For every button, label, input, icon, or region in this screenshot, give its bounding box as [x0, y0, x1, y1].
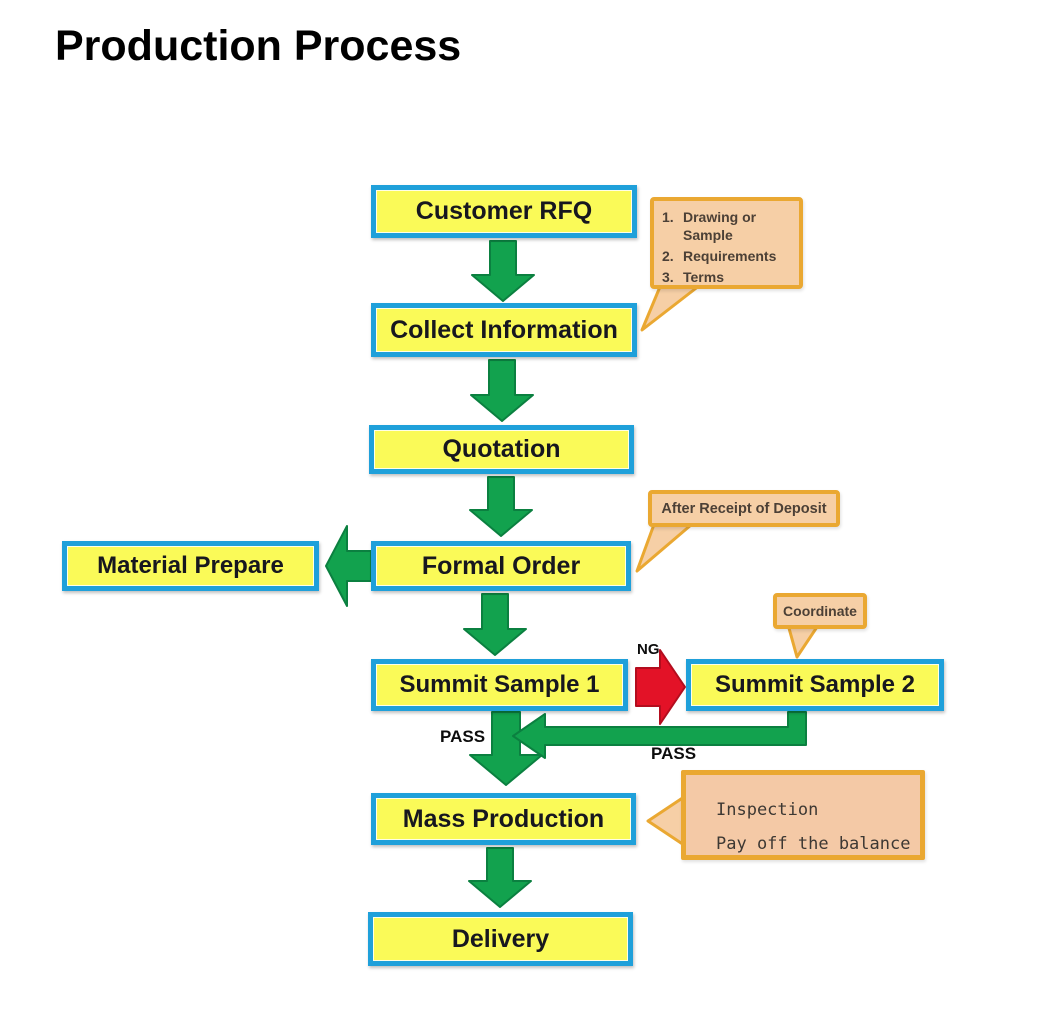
- edge-label-pass-bottom: PASS: [651, 744, 697, 763]
- flow-box-face: Collect Information: [376, 308, 632, 352]
- callout-list-item: 2. Requirements: [662, 247, 795, 265]
- callout-after-receipt-of-deposit: After Receipt of Deposit: [648, 490, 840, 527]
- flow-box-label: Summit Sample 2: [714, 671, 916, 698]
- callout-text-line1: Inspection: [716, 800, 819, 820]
- callout-inspection-balance: Inspection Pay off the balance: [681, 770, 925, 860]
- callout-inspection-tail: [646, 795, 686, 847]
- callout-text: Coordinate: [783, 603, 857, 619]
- callout-list-item: 3. Terms: [662, 268, 795, 286]
- flow-box-face: Mass Production: [376, 798, 631, 840]
- arrow-mass-to-delivery-icon: [468, 847, 532, 908]
- flow-box-label: Delivery: [451, 924, 550, 953]
- list-item-text: Requirements: [683, 248, 777, 264]
- list-item-number: 3.: [662, 269, 674, 285]
- callout-rfq-requirements-list: 1. Drawing or Sample 2. Requirements 3. …: [654, 201, 799, 290]
- flow-box-label: Summit Sample 1: [399, 671, 600, 698]
- flow-box-formal-order: Formal Order: [371, 541, 631, 591]
- callout-text-line2: Pay off the balance: [716, 834, 911, 854]
- flow-box-face: Delivery: [373, 917, 628, 961]
- list-item-text: Drawing or Sample: [683, 209, 757, 243]
- flow-box-mass-production: Mass Production: [371, 793, 636, 845]
- arrow-rfq-to-collect-icon: [471, 240, 535, 302]
- flow-box-summit-sample-1: Summit Sample 1: [371, 659, 628, 711]
- callout-list-item: 1. Drawing or Sample: [662, 208, 795, 244]
- arrow-ng-red-icon: [635, 649, 686, 725]
- flow-box-label: Collect Information: [390, 315, 618, 344]
- edge-label-ng: NG: [637, 641, 660, 658]
- flow-box-face: Summit Sample 1: [376, 664, 623, 706]
- list-item-number: 1.: [662, 209, 674, 225]
- flow-box-face: Material Prepare: [67, 546, 314, 586]
- page-title: Production Process: [55, 22, 462, 70]
- callout-coordinate: Coordinate: [773, 593, 867, 629]
- flow-box-collect-information: Collect Information: [371, 303, 637, 357]
- callout-text: After Receipt of Deposit: [661, 500, 827, 517]
- arrow-quotation-to-formal-icon: [469, 476, 533, 537]
- flow-box-material-prepare: Material Prepare: [62, 541, 319, 591]
- flow-box-label: Mass Production: [402, 804, 605, 833]
- list-item-number: 2.: [662, 248, 674, 264]
- flow-box-label: Customer RFQ: [415, 197, 593, 225]
- flow-box-face: Summit Sample 2: [691, 664, 939, 706]
- flow-box-face: Formal Order: [376, 546, 626, 586]
- flow-box-quotation: Quotation: [369, 425, 634, 474]
- flow-box-label: Quotation: [442, 435, 561, 463]
- flow-box-label: Formal Order: [421, 551, 581, 580]
- arrow-collect-to-quotation-icon: [470, 359, 534, 422]
- flow-box-delivery: Delivery: [368, 912, 633, 966]
- arrow-formal-to-sample1-icon: [463, 593, 527, 656]
- list-item-text: Terms: [683, 269, 724, 285]
- callout-rfq-requirements: 1. Drawing or Sample 2. Requirements 3. …: [650, 197, 803, 289]
- arrow-formal-to-material-icon: [325, 525, 372, 607]
- edge-label-pass-left: PASS: [440, 727, 486, 746]
- flow-box-label: Material Prepare: [97, 552, 284, 579]
- flow-box-face: Customer RFQ: [376, 190, 632, 233]
- arrow-sample1-pass-down-icon: [469, 711, 543, 786]
- flow-box-face: Quotation: [374, 430, 629, 469]
- flow-box-summit-sample-2: Summit Sample 2: [686, 659, 944, 711]
- flow-box-customer-rfq: Customer RFQ: [371, 185, 637, 238]
